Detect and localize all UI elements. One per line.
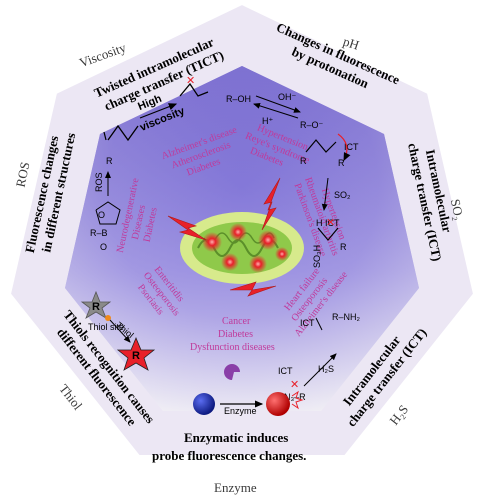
probe-red-sphere [266, 392, 290, 416]
heading-enzyme: Enzymatic induces probe fluorescence cha… [152, 430, 306, 463]
svg-text:R: R [132, 350, 140, 362]
svg-text:Diabetes: Diabetes [218, 329, 253, 340]
lightning-icon [167, 215, 207, 241]
svg-text:R: R [92, 301, 100, 313]
svg-text:SO₃H: SO₃H [312, 245, 322, 268]
svg-text:ICT: ICT [344, 142, 359, 152]
probe-blue-sphere [193, 393, 215, 415]
label-ph: pH [341, 34, 361, 53]
so2-scheme: R R ICT SO₂ H ICT ✕ R SO₃H [300, 133, 359, 268]
svg-text:Thiol site: Thiol site [88, 322, 124, 332]
svg-text:SO₂: SO₂ [334, 190, 351, 200]
enzyme-icon [224, 364, 240, 380]
svg-text:probe fluorescence changes.: probe fluorescence changes. [152, 448, 306, 463]
hotspot [258, 230, 278, 250]
lightning-bolts [167, 177, 281, 297]
cross-icon: ✕ [186, 75, 195, 87]
star-gray-icon [80, 290, 112, 319]
svg-text:Enzymatic induces: Enzymatic induces [184, 430, 288, 445]
cross-icon: ✕ [290, 379, 299, 391]
lightning-icon [229, 281, 277, 297]
svg-text:N₃–R: N₃–R [284, 392, 306, 402]
hotspot [249, 255, 267, 273]
ros-scheme: R ROS O R–B O [90, 156, 121, 252]
label-h2s: H₂S [386, 402, 411, 428]
svg-text:ICT: ICT [300, 318, 315, 328]
star-red-icon [116, 336, 156, 371]
svg-text:R: R [338, 158, 345, 168]
svg-text:Enzyme: Enzyme [224, 406, 257, 416]
svg-text:Dysfunction diseases: Dysfunction diseases [190, 342, 275, 353]
svg-text:R–OH: R–OH [226, 94, 251, 104]
svg-text:R–B: R–B [90, 228, 108, 238]
svg-text:H₂S: H₂S [318, 364, 334, 374]
h2s-scheme: R–NH₂ ICT N₃–R H₂S ICT ✕ [278, 312, 361, 402]
svg-text:O: O [100, 242, 107, 252]
thiol-scheme: R Thiol site Thiol R [80, 290, 156, 371]
label-thiol: Thiol [56, 381, 85, 413]
svg-text:OH⁻: OH⁻ [278, 92, 297, 102]
cross-icon: ✕ [326, 217, 335, 229]
svg-text:R–NH₂: R–NH₂ [332, 312, 361, 322]
diseases-enzyme: Cancer Diabetes Dysfunction diseases [190, 316, 275, 353]
svg-text:R: R [106, 156, 113, 166]
mitochondrion-graphic [180, 212, 304, 284]
glow-icon [291, 390, 304, 410]
svg-text:R: R [340, 242, 347, 252]
thiol-site-dot [105, 315, 111, 321]
svg-text:ICT: ICT [278, 366, 293, 376]
hotspot [202, 232, 222, 252]
hotspot [229, 223, 247, 241]
hotspot [221, 253, 239, 271]
svg-text:ROS: ROS [94, 172, 104, 192]
ph-scheme: R–OH OH⁻ H⁺ R–O⁻ [226, 92, 324, 130]
svg-text:Cancer: Cancer [222, 316, 251, 327]
svg-text:H⁺: H⁺ [262, 116, 273, 126]
label-so2: SO₂ [448, 198, 467, 222]
svg-text:R–O⁻: R–O⁻ [300, 120, 324, 130]
hotspot [275, 247, 289, 261]
svg-text:O: O [98, 210, 105, 220]
label-enzyme: Enzyme [214, 480, 257, 495]
label-ros: ROS [13, 161, 33, 189]
lightning-icon [261, 177, 281, 231]
enzyme-scheme: Enzyme [193, 364, 304, 416]
svg-text:R: R [300, 156, 307, 166]
svg-text:H ICT: H ICT [316, 218, 340, 228]
